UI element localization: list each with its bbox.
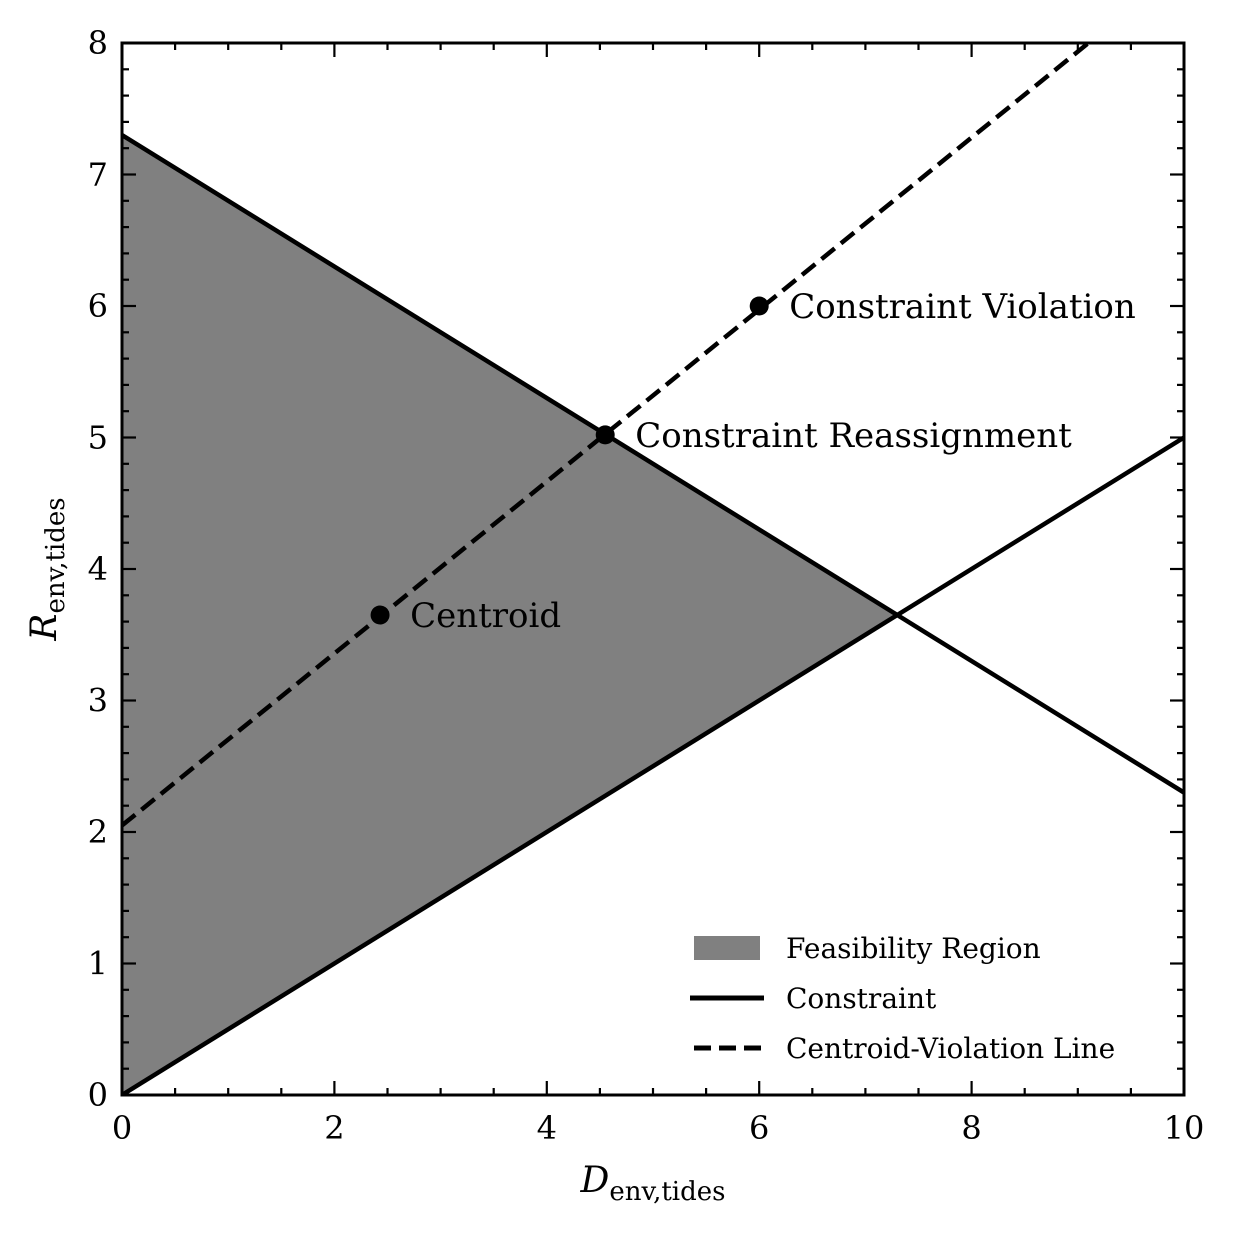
y-tick-label: 8 bbox=[88, 24, 108, 62]
x-tick-label: 6 bbox=[749, 1109, 769, 1147]
constraint-reassignment-label: Constraint Reassignment bbox=[635, 416, 1072, 456]
constraint-reassignment-point bbox=[595, 425, 615, 445]
x-tick-label: 0 bbox=[112, 1109, 132, 1147]
centroid-violation-line bbox=[122, 43, 1090, 828]
centroid-point bbox=[370, 605, 390, 625]
feasibility-region bbox=[122, 135, 898, 1095]
x-tick-label: 8 bbox=[961, 1109, 981, 1147]
legend-label-centroid-violation-line: Centroid-Violation Line bbox=[786, 1032, 1115, 1065]
plot-data bbox=[122, 43, 1184, 1095]
axis-ticks: 0 2 4 6 8 10 0 1 2 3 4 5 6 7 8 bbox=[88, 24, 1205, 1147]
y-tick-label: 7 bbox=[88, 156, 108, 194]
legend-swatch-feasibility-region bbox=[694, 936, 760, 960]
x-tick-label: 10 bbox=[1164, 1109, 1205, 1147]
y-axis-label-sub: env,tides bbox=[41, 497, 71, 613]
constraint-line-1 bbox=[122, 133, 1184, 795]
y-axis-label: Renv,tides bbox=[24, 497, 71, 641]
x-axis-label: Denv,tides bbox=[579, 1160, 725, 1207]
y-tick-label: 0 bbox=[88, 1076, 108, 1114]
constraint-violation-point bbox=[749, 296, 769, 316]
x-axis-label-main: D bbox=[579, 1160, 609, 1201]
axis-labels: Denv,tides Renv,tides bbox=[24, 497, 726, 1207]
legend: Feasibility RegionConstraintCentroid-Vio… bbox=[690, 932, 1115, 1065]
y-axis-label-main: R bbox=[24, 614, 65, 642]
constraint-line-2 bbox=[122, 435, 1184, 1095]
y-tick-label: 2 bbox=[88, 813, 108, 851]
y-tick-label: 5 bbox=[88, 419, 108, 457]
centroid-label: Centroid bbox=[410, 596, 561, 636]
legend-label-feasibility-region: Feasibility Region bbox=[786, 932, 1041, 965]
constraint-violation-label: Constraint Violation bbox=[789, 287, 1136, 327]
y-tick-label: 4 bbox=[88, 550, 108, 588]
y-tick-label: 3 bbox=[88, 682, 108, 720]
y-tick-label: 1 bbox=[88, 945, 108, 983]
x-axis-label-sub: env,tides bbox=[609, 1177, 725, 1207]
legend-label-constraint: Constraint bbox=[786, 982, 937, 1015]
x-tick-label: 4 bbox=[537, 1109, 557, 1147]
y-tick-label: 6 bbox=[88, 287, 108, 325]
x-tick-label: 2 bbox=[324, 1109, 344, 1147]
